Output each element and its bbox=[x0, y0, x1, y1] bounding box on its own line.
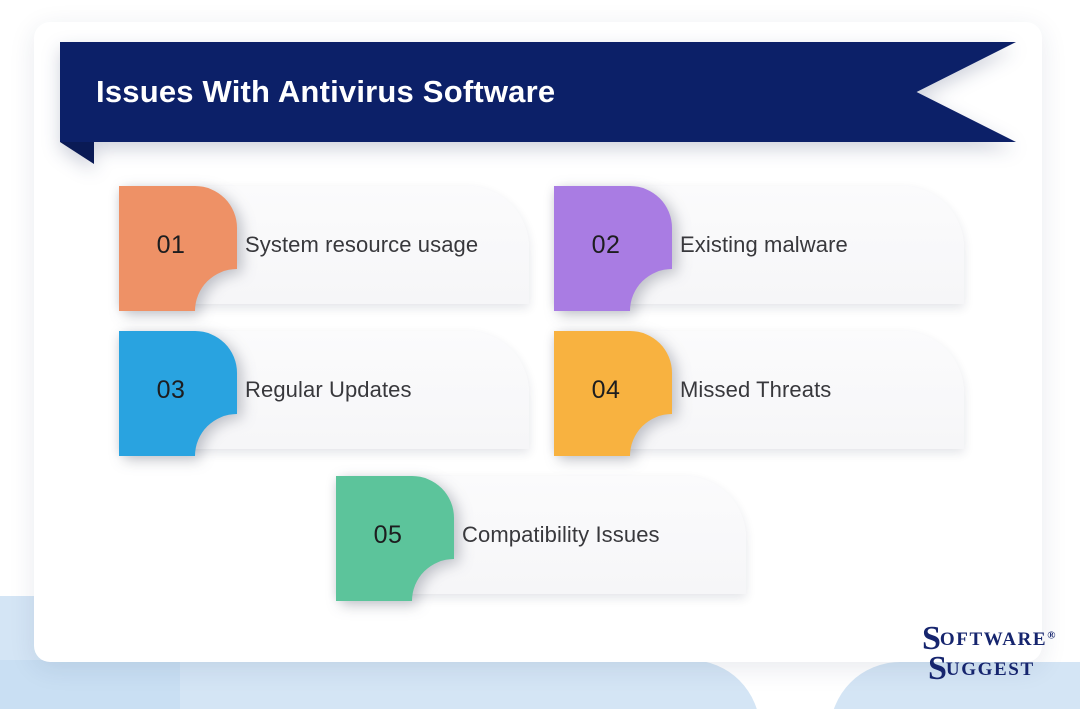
card-label: Regular Updates bbox=[245, 377, 412, 402]
issue-card-01[interactable]: 01 System resource usage bbox=[119, 186, 529, 311]
logo-word-suggest: UGGEST bbox=[945, 659, 1035, 680]
background-blob-bottom bbox=[0, 660, 760, 709]
issue-card-03[interactable]: 03 Regular Updates bbox=[119, 331, 529, 456]
card-number: 03 bbox=[156, 375, 186, 404]
card-number: 01 bbox=[156, 230, 186, 259]
tab-leaf-shape-01 bbox=[119, 186, 237, 311]
card-label: Existing malware bbox=[680, 232, 848, 257]
registered-trademark-icon: ® bbox=[1047, 629, 1056, 642]
card-number: 04 bbox=[591, 375, 621, 404]
page-title: Issues With Antivirus Software bbox=[96, 74, 556, 109]
ribbon-shape: Issues With Antivirus Software bbox=[60, 42, 1016, 142]
card-number: 05 bbox=[373, 520, 403, 549]
softwaresuggest-logo: SOFTWARE® SUGGEST bbox=[922, 622, 1062, 686]
issue-card-05[interactable]: 05 Compatibility Issues bbox=[336, 476, 746, 601]
background-blob-right bbox=[830, 662, 1080, 709]
tab-leaf-shape-05 bbox=[336, 476, 454, 601]
card-color-tab bbox=[336, 476, 454, 601]
card-number: 02 bbox=[591, 230, 621, 259]
card-color-tab bbox=[554, 186, 672, 311]
tab-leaf-shape-03 bbox=[119, 331, 237, 456]
logo-capital-s-top: S bbox=[922, 620, 941, 657]
tab-leaf-shape-04 bbox=[554, 331, 672, 456]
card-color-tab bbox=[119, 331, 237, 456]
logo-word-software: OFTWARE bbox=[939, 629, 1048, 650]
card-color-tab bbox=[119, 186, 237, 311]
card-label: Compatibility Issues bbox=[462, 522, 660, 547]
card-label: System resource usage bbox=[245, 232, 479, 257]
issue-card-04[interactable]: 04 Missed Threats bbox=[554, 331, 964, 456]
ribbon-fold-icon bbox=[60, 142, 94, 164]
logo-line-one: SOFTWARE® bbox=[922, 622, 1062, 656]
logo-capital-s-bottom: S bbox=[928, 650, 947, 687]
logo-line-two: SUGGEST bbox=[928, 652, 1062, 686]
issue-card-02[interactable]: 02 Existing malware bbox=[554, 186, 964, 311]
card-label: Missed Threats bbox=[680, 377, 832, 402]
tab-leaf-shape-02 bbox=[554, 186, 672, 311]
title-ribbon: Issues With Antivirus Software bbox=[60, 42, 1016, 164]
card-color-tab bbox=[554, 331, 672, 456]
